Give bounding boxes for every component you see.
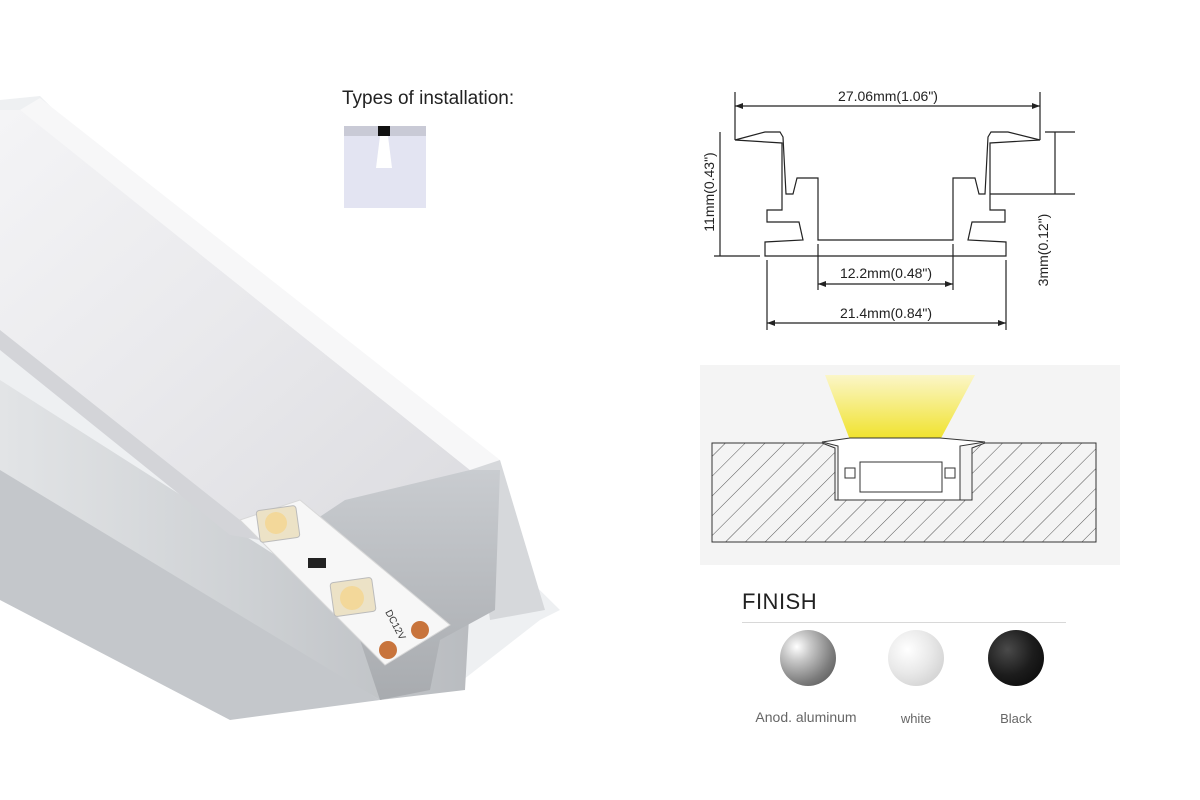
solder-pad: [411, 621, 429, 639]
installed-section-drawing: [700, 365, 1120, 565]
finish-swatch-black[interactable]: [988, 630, 1044, 686]
finish-label-black: Black: [1000, 711, 1032, 726]
ground-hatch: [711, 442, 1097, 543]
recessed-installation-icon: [344, 126, 426, 208]
light-beam-icon: [825, 375, 975, 440]
dim-top-width: 27.06mm(1.06"): [838, 88, 938, 104]
finish-swatch-white[interactable]: [888, 630, 944, 686]
dim-bottom-width: 21.4mm(0.84"): [840, 305, 932, 321]
finish-label-anodized: Anod. aluminum: [755, 709, 857, 725]
product-illustration: DC12V: [0, 96, 560, 720]
diffuser-cover: [0, 110, 470, 530]
finish-divider: [742, 622, 1066, 623]
profile-cross-section-drawing: 27.06mm(1.06") 11mm(0.43") 3mm(0.12") 12…: [701, 88, 1075, 330]
dim-height: 11mm(0.43"): [701, 152, 717, 231]
dim-lip-height: 3mm(0.12"): [1035, 214, 1051, 287]
dim-inner-width: 12.2mm(0.48"): [840, 265, 932, 281]
finish-swatch-anodized[interactable]: [780, 630, 836, 686]
solder-pad: [379, 641, 397, 659]
installed-profile: [821, 437, 986, 501]
finish-title: FINISH: [742, 589, 818, 614]
finish-label-white: white: [900, 711, 932, 726]
installation-title: Types of installation:: [342, 88, 515, 109]
resistor: [308, 558, 326, 568]
